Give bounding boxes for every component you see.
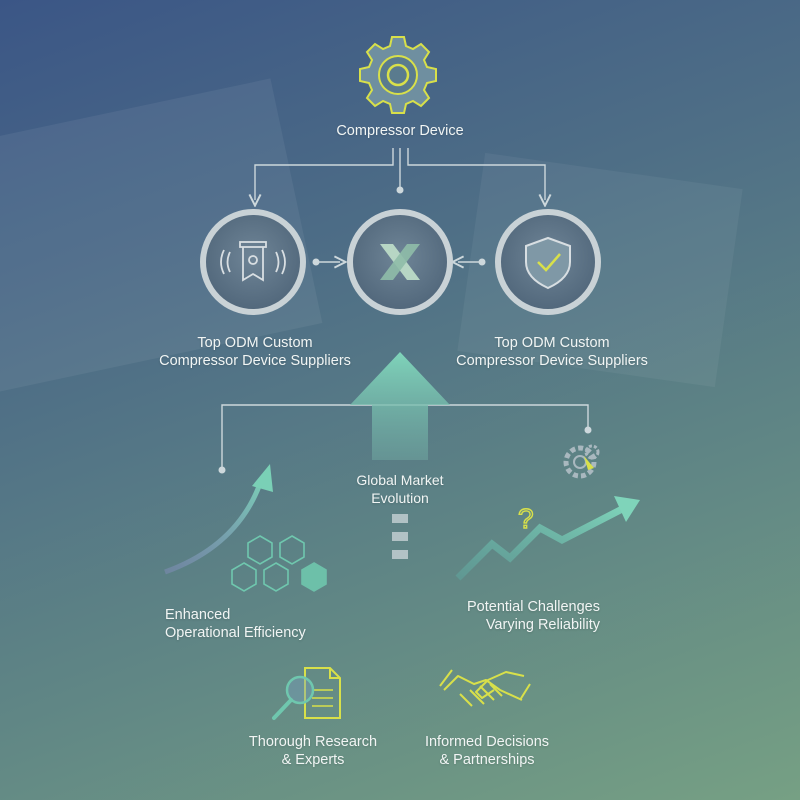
market-label: Global Market Evolution (356, 471, 443, 507)
decisions-label: Informed Decisions & Partnerships (425, 733, 549, 769)
device-title: Compressor Device (336, 123, 464, 139)
efficiency-line1: Enhanced (165, 607, 231, 623)
suppliers-right-label: Top ODM Custom Compressor Device Supplie… (456, 334, 648, 370)
center-circle (347, 209, 453, 315)
suppliers-left-label: Top ODM Custom Compressor Device Supplie… (159, 334, 351, 370)
handshake-icon (439, 669, 531, 707)
decisions-line2: & Partnerships (439, 752, 535, 768)
decisions-line1: Informed Decisions (424, 734, 550, 750)
efficiency-curve-arrow (164, 464, 273, 575)
piston-icon (220, 241, 286, 282)
gears-icon (563, 444, 600, 479)
gear-icon (359, 36, 437, 114)
document-search-icon (272, 667, 341, 720)
research-line2: & Experts (281, 752, 345, 768)
x-logo-icon (380, 244, 420, 280)
hexagon-cluster-icon (231, 535, 327, 592)
challenges-line2: Varying Reliability (485, 617, 600, 633)
suppliers-left-line1: Top ODM Custom (197, 335, 313, 351)
research-line1: Thorough Research (248, 734, 378, 750)
suppliers-right-line2: Compressor Device Suppliers (456, 353, 648, 369)
challenges-label: Potential Challenges Varying Reliability (430, 598, 600, 634)
market-line1: Global Market (356, 472, 444, 488)
efficiency-line2: Operational Efficiency (165, 625, 306, 641)
challenges-line1: Potential Challenges (466, 599, 600, 615)
market-arrow (350, 352, 450, 559)
suppliers-left-line2: Compressor Device Suppliers (159, 353, 351, 369)
growth-chart-icon (455, 496, 640, 581)
supplier-left-circle (200, 209, 306, 315)
question-mark-icon: ? (518, 503, 534, 534)
shield-check-icon (525, 236, 571, 290)
market-line2: Evolution (371, 490, 429, 506)
efficiency-label: Enhanced Operational Efficiency (165, 606, 306, 642)
research-label: Thorough Research & Experts (249, 733, 377, 769)
suppliers-right-line1: Top ODM Custom (494, 335, 610, 351)
supplier-right-circle (495, 209, 601, 315)
